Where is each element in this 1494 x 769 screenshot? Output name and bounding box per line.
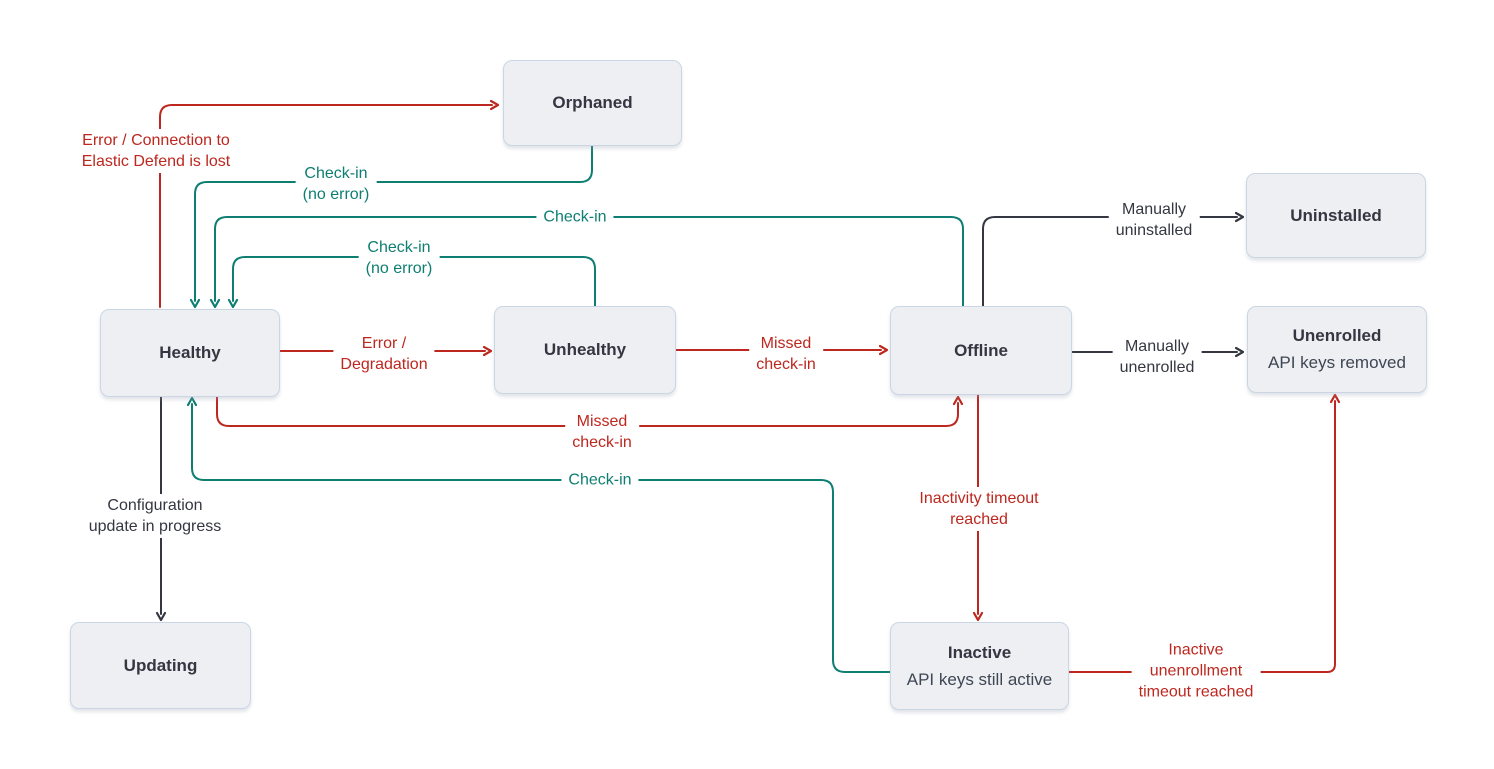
edge-label-line: Manually <box>1124 338 1190 355</box>
edge-label-line: Missed <box>576 413 628 430</box>
edge-label-checkin-no-error-orphaned: Check-in (no error) <box>295 162 377 206</box>
edge-orphaned-to-healthy <box>189 145 593 309</box>
edge-label-line: Error / <box>361 335 407 352</box>
edge-label-line: unenrolled <box>1119 359 1195 376</box>
edge-label-line: (no error) <box>365 260 433 277</box>
edge-label-missed-checkin-unhealthy: Missed check-in <box>749 332 823 376</box>
node-title: Offline <box>954 340 1008 360</box>
edge-label-line: unenrollment <box>1149 662 1243 680</box>
edge-label-configuration-update: Configuration update in progress <box>81 494 229 538</box>
edge-offline-to-uninstalled <box>982 211 1245 307</box>
edge-label-line: Inactivity timeout <box>919 490 1039 507</box>
node-title: Updating <box>123 655 198 675</box>
edge-inactive-to-healthy <box>186 396 891 673</box>
edge-label-line: Manually <box>1121 201 1187 218</box>
edge-label-inactive-unenrollment-timeout: Inactive unenrollment timeout reached <box>1131 638 1261 704</box>
edge-label-line: Check-in <box>543 208 607 226</box>
node-updating: Updating <box>70 622 251 709</box>
edge-label-inactivity-timeout: Inactivity timeout reached <box>912 487 1046 531</box>
edge-label-checkin-offline: Check-in <box>536 205 614 229</box>
edge-label-line: Check-in <box>367 239 431 256</box>
edge-label-manually-unenrolled: Manually unenrolled <box>1112 335 1202 379</box>
node-title: Unhealthy <box>543 340 627 359</box>
node-orphaned: Orphaned <box>503 60 682 146</box>
edge-label-checkin-no-error-unhealthy: Check-in (no error) <box>358 236 440 280</box>
edge-label-line: Configuration <box>107 497 203 514</box>
edge-label-line: update in progress <box>88 518 222 535</box>
edge-label-missed-checkin-healthy: Missed check-in <box>565 410 639 454</box>
edge-label-line: reached <box>950 511 1008 528</box>
edge-label-line: Elastic Defend is lost <box>81 153 231 170</box>
node-title: Unenrolled <box>1292 326 1382 345</box>
edge-label-checkin-inactive: Check-in <box>561 468 639 492</box>
node-title: Uninstalled <box>1290 205 1382 225</box>
node-offline: Offline <box>890 306 1072 395</box>
node-subtitle: API keys still active <box>906 669 1053 689</box>
edge-label-line: (no error) <box>302 186 370 203</box>
edge-offline-to-healthy <box>209 216 964 309</box>
node-title: Healthy <box>159 343 221 362</box>
node-uninstalled: Uninstalled <box>1246 173 1426 258</box>
edge-healthy-to-orphaned <box>159 99 500 308</box>
node-healthy: Healthy <box>100 309 280 397</box>
edge-label-line: Check-in <box>304 165 368 182</box>
node-subtitle: API keys removed <box>1268 353 1406 372</box>
edge-label-manually-uninstalled: Manually uninstalled <box>1108 198 1200 242</box>
node-unhealthy: Unhealthy <box>494 306 676 394</box>
edge-label-line: Check-in <box>568 471 632 489</box>
edge-label-line: uninstalled <box>1115 222 1193 239</box>
edge-inactive-to-unenrolled <box>1067 393 1341 673</box>
edge-label-line: Degradation <box>340 356 428 373</box>
edge-label-line: timeout reached <box>1138 683 1254 701</box>
edge-label-error-connection: Error / Connection to Elastic Defend is l… <box>74 129 238 173</box>
edge-label-error-degradation: Error / Degradation <box>333 332 435 376</box>
edge-label-line: Inactive <box>1168 641 1224 659</box>
edge-label-line: Error / Connection to <box>82 132 230 149</box>
edge-label-line: check-in <box>756 356 816 373</box>
edge-label-line: Missed <box>760 335 812 352</box>
node-title: Inactive <box>947 642 1012 662</box>
edge-label-line: check-in <box>572 434 632 451</box>
node-title: Orphaned <box>552 93 633 112</box>
